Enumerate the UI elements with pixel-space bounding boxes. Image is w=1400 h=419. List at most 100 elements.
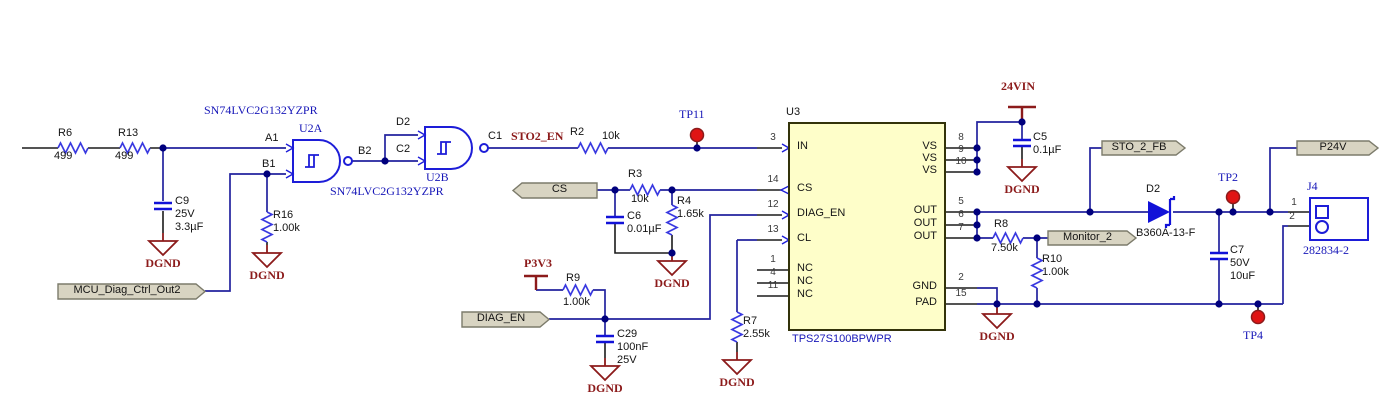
resistor-r6-value: 499 — [54, 150, 73, 162]
resistor-r10-ref: R10 — [1042, 253, 1063, 265]
gate-pin-d2: D2 — [396, 116, 411, 128]
resistor-r4-value: 1.65k — [677, 208, 704, 220]
tp4-label: TP4 — [1243, 328, 1264, 342]
u3-pin-name-vs9: VS — [922, 152, 937, 164]
gate-pin-b2: B2 — [358, 145, 372, 157]
resistor-r3-value: 10k — [631, 193, 649, 205]
u3-pin12-number: 12 — [767, 199, 779, 210]
net-flag-p24v — [1296, 140, 1380, 156]
capacitor-c29-value: 100nF — [617, 341, 649, 353]
capacitor-c6-symbol — [606, 215, 624, 225]
dgnd-symbol-r7 — [722, 351, 752, 375]
u3-pin-name-out5: OUT — [913, 204, 937, 216]
tp2-label: TP2 — [1218, 170, 1239, 184]
net-label-sto-2-fb: STO_2_FB — [1111, 141, 1167, 153]
net-label-diag-en: DIAG_EN — [476, 312, 526, 324]
resistor-r8-ref: R8 — [994, 218, 1009, 230]
u2a-schmitt-icon — [305, 154, 319, 168]
junction-dots — [159, 118, 1274, 323]
u3-pin13-number: 13 — [767, 224, 779, 235]
resistor-r16-value: 1.00k — [273, 222, 300, 234]
j4-pin2-round-pad — [1315, 220, 1329, 234]
capacitor-c29-voltage: 25V — [617, 354, 637, 366]
resistor-r7-value: 2.55k — [743, 328, 770, 340]
resistor-r4-ref: R4 — [677, 195, 692, 207]
power-label-p3v3: P3V3 — [524, 256, 552, 270]
capacitor-c29-ref: C29 — [617, 328, 638, 340]
u2-part-number-bottom: SN74LVC2G132YZPR — [330, 184, 444, 198]
resistor-r9-symbol — [562, 284, 594, 296]
u2a-nand-gate — [292, 139, 341, 183]
u3-pin11-number: 11 — [767, 280, 779, 291]
resistor-r2-value: 10k — [602, 130, 620, 142]
net-label-monitor-2: Monitor_2 — [1063, 231, 1112, 243]
dgnd-symbol-c29 — [590, 357, 620, 381]
capacitor-c9-voltage: 25V — [175, 208, 195, 220]
u3-pin-name-vs8: VS — [922, 140, 937, 152]
dgnd-label-c5: DGND — [1004, 182, 1040, 196]
u3-pin1-number: 1 — [770, 254, 776, 265]
u3-pin-name-pad: PAD — [915, 296, 937, 308]
u2b-nand-gate — [424, 126, 473, 170]
capacitor-c5-value: 0.1µF — [1033, 144, 1062, 156]
resistor-r6-ref: R6 — [58, 127, 73, 139]
capacitor-symbols — [154, 138, 1228, 344]
u2a-designator: U2A — [299, 121, 323, 135]
gate-pin-c1: C1 — [488, 130, 503, 142]
resistor-r3-ref: R3 — [628, 168, 643, 180]
j4-pin2-number: 2 — [1289, 211, 1295, 222]
tp2-testpoint — [1225, 189, 1241, 205]
resistor-r2-symbol — [577, 142, 609, 154]
net-flag-cs — [511, 182, 598, 199]
net-flag-mcu — [57, 283, 207, 300]
u2b-schmitt-icon — [437, 141, 451, 155]
net-flag-monitor-2 — [1047, 230, 1138, 246]
resistor-r2-ref: R2 — [570, 126, 585, 138]
net-label-mcu-diag-ctrl-out2: MCU_Diag_Ctrl_Out2 — [73, 284, 181, 296]
resistor-r16-symbol — [261, 211, 273, 243]
u3-pin8-number: 8 — [958, 132, 964, 143]
diode-d2-ref: D2 — [1146, 183, 1161, 195]
net-label-cs: CS — [551, 183, 568, 195]
dgnd-label-r16: DGND — [249, 268, 285, 282]
u2a-output-bubble — [343, 156, 353, 166]
resistor-r9-ref: R9 — [566, 272, 581, 284]
u3-pin3-number: 3 — [770, 132, 776, 143]
u3-pin6-number: 6 — [958, 209, 964, 220]
j4-connector-symbol — [1309, 197, 1369, 241]
resistor-r13-ref: R13 — [118, 127, 139, 139]
diode-d2-symbol — [1148, 196, 1176, 228]
resistor-r10-symbol — [1031, 257, 1043, 289]
capacitor-c7-symbol — [1210, 251, 1228, 261]
j4-pin1-number: 1 — [1291, 197, 1297, 208]
u3-pin15-number: 15 — [955, 288, 967, 299]
net-label-p24v: P24V — [1319, 141, 1347, 153]
capacitor-c9-ref: C9 — [175, 195, 190, 207]
resistor-r4-symbol — [666, 204, 678, 236]
resistor-r10-value: 1.00k — [1042, 266, 1069, 278]
wire-layer-black — [22, 142, 1310, 358]
tp11-testpoint — [689, 127, 705, 143]
capacitor-c29-symbol — [596, 334, 614, 344]
u3-pin-name-out6: OUT — [913, 217, 937, 229]
u3-pin-name-out7: OUT — [913, 230, 937, 242]
resistor-r8-value: 7.50k — [991, 242, 1018, 254]
u3-pin-name-nc4: NC — [797, 275, 813, 287]
u3-part-number: TPS27S100BPWPR — [792, 333, 892, 345]
u3-pin9-number: 9 — [958, 144, 964, 155]
u2-part-number-top: SN74LVC2G132YZPR — [204, 103, 318, 117]
u3-pin-name-nc11: NC — [797, 288, 813, 300]
capacitor-c6-ref: C6 — [627, 210, 642, 222]
u2b-output-bubble — [479, 143, 489, 153]
gate-pin-a1: A1 — [265, 132, 279, 144]
capacitor-c7-ref: C7 — [1230, 244, 1245, 256]
u3-pin4-number: 4 — [770, 267, 776, 278]
capacitor-c5-symbol — [1013, 138, 1031, 148]
u3-pin-name-vs10: VS — [922, 164, 937, 176]
u2b-designator: U2B — [426, 170, 449, 184]
net-label-sto2-en: STO2_EN — [511, 129, 564, 143]
gate-pin-b1: B1 — [262, 158, 276, 170]
resistor-r7-ref: R7 — [743, 315, 758, 327]
resistor-r7-symbol — [731, 311, 743, 343]
